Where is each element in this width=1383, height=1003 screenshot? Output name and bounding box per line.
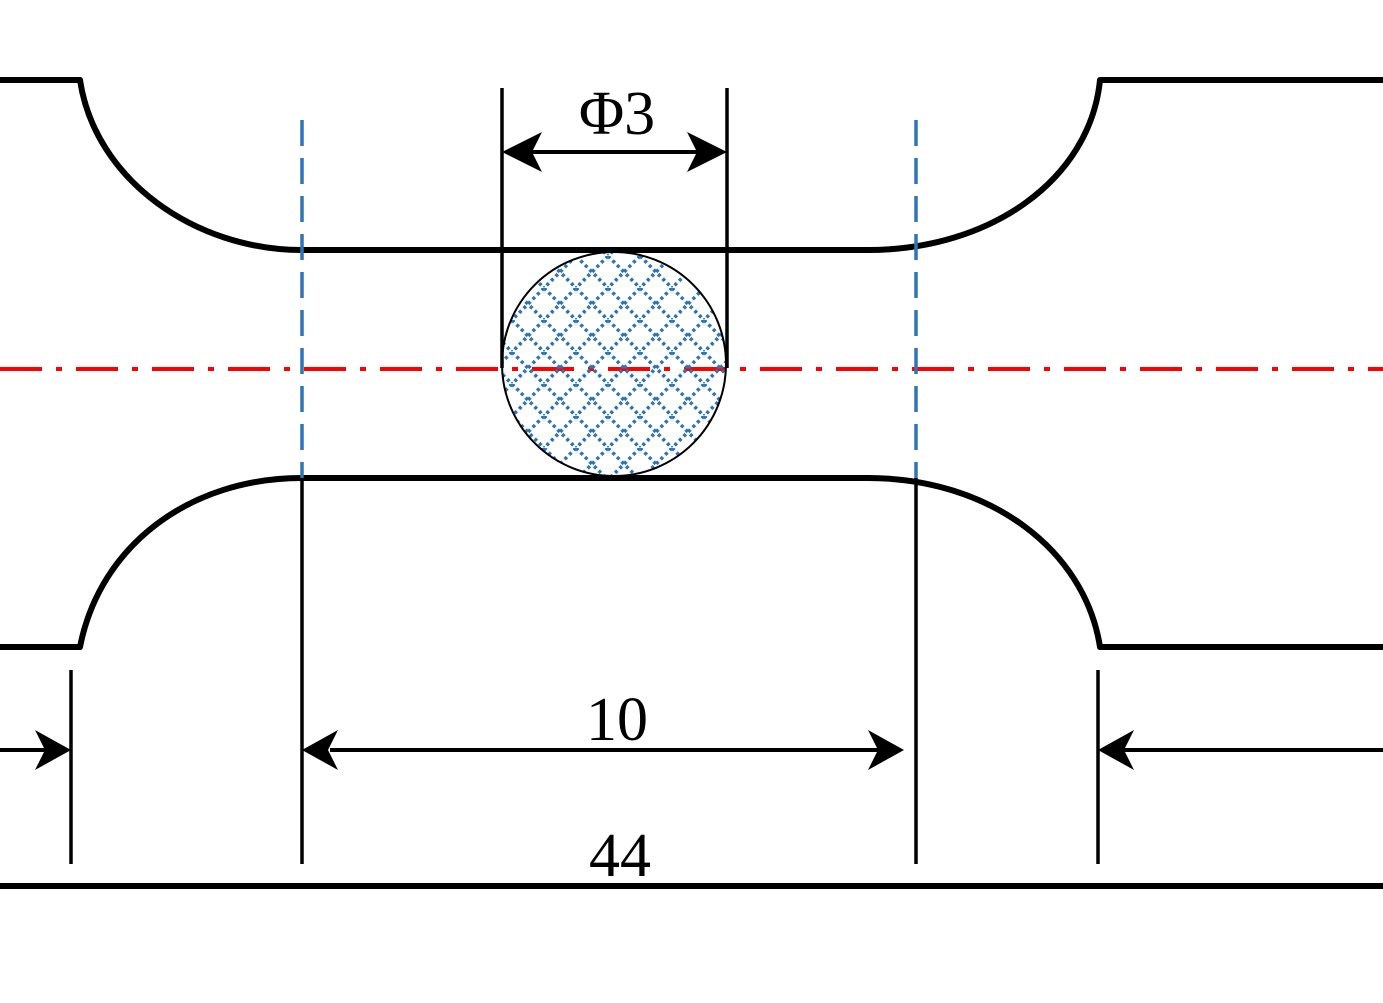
specimen-upper-outline — [0, 77, 1383, 253]
gauge-length-dimension — [302, 730, 904, 770]
gauge-length-label: 10 — [586, 686, 648, 754]
specimen-lower-outline — [0, 475, 1383, 650]
overall-length-label: 44 — [589, 822, 651, 890]
overall-length-arrows — [0, 730, 1383, 770]
hole-diameter-dimension — [502, 132, 727, 172]
hole-diameter-label: Φ3 — [579, 80, 655, 148]
hole-circle — [501, 251, 727, 477]
